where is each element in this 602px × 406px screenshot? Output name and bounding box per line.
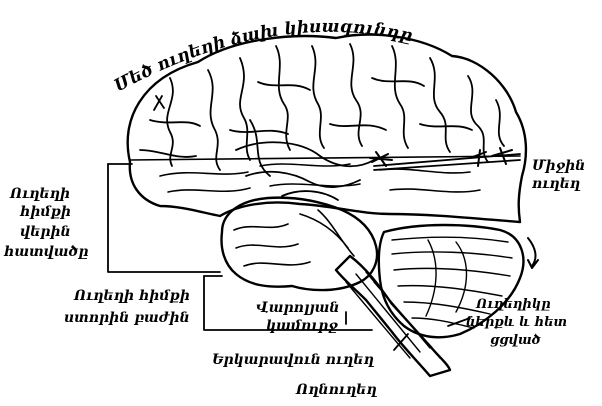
pons-folds [234,210,354,266]
label-pons-line1: Վարոլյան [256,300,339,316]
diencephalon [236,142,374,200]
label-brainstem-lower: Ուղեղի հիմքի ստորին բաժին [64,288,190,326]
cerebellum-direction-arrow [528,238,538,268]
label-midbrain-line1: Միջին [532,158,585,174]
label-brainstem-upper-line3: վերին [20,224,71,240]
label-cerebellum-line2: ներքև և հետ [466,315,567,330]
label-brainstem-upper-line4: հատվածը [3,243,89,260]
label-cerebellum-line1: Ուղեղիկը [475,297,551,312]
label-brainstem-lower-line2: ստորին բաժին [64,310,190,326]
label-medulla: Երկարավուն ուղեղ [212,352,374,368]
label-brainstem-upper: Ուղեղի հիմքի վերին հատվածը [3,186,89,260]
label-midbrain-line2: ուղեղ [531,176,581,192]
label-brainstem-upper-line2: հիմքի [19,204,71,220]
label-pons-line2: կամուրջ [266,318,338,334]
label-brainstem-upper-line1: Ուղեղի [9,186,70,202]
label-midbrain: Միջին ուղեղ [531,158,585,192]
label-cerebellum-line3: ցցված [490,333,542,348]
label-brainstem-lower-line1: Ուղեղի հիմքի [73,288,190,304]
label-pons: Վարոլյան կամուրջ [256,300,339,334]
label-spinal-cord: Ողնուղեղ [295,382,377,398]
label-cerebellum: Ուղեղիկը ներքև և հետ ցցված [466,297,567,348]
